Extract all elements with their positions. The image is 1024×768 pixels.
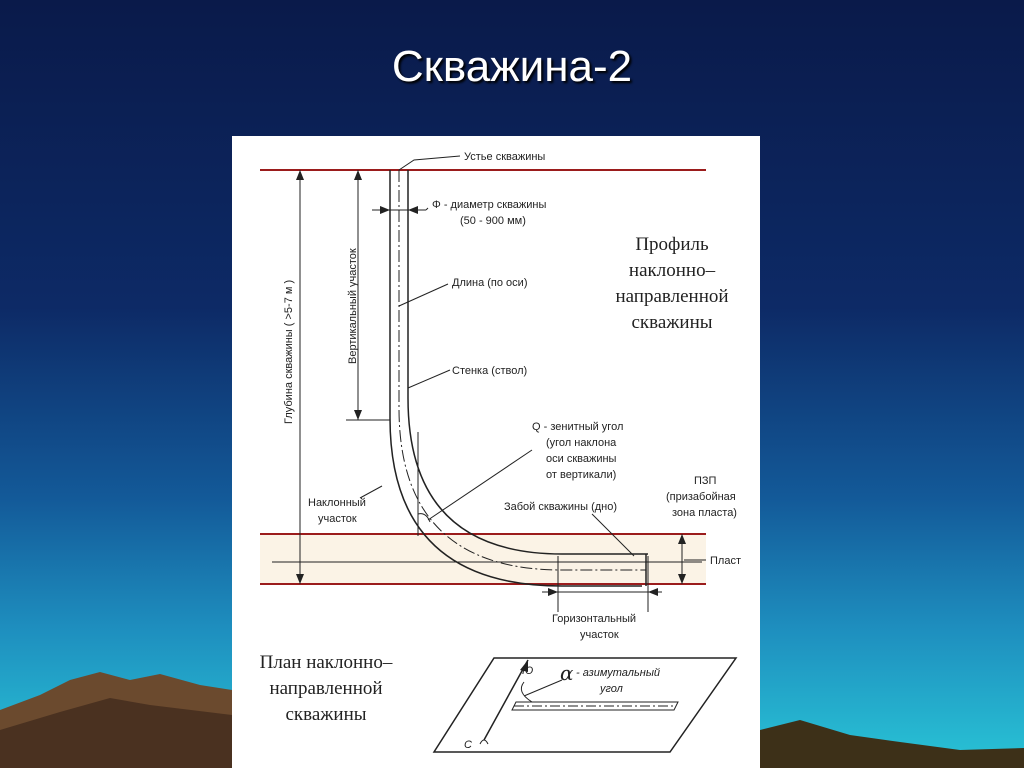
zenith-label-4: от вертикали) xyxy=(546,469,616,481)
wall-label: Стенка (ствол) xyxy=(452,365,527,377)
well-axis xyxy=(398,170,646,571)
wall-leader xyxy=(407,369,451,389)
zenith-label-3: оси скважины xyxy=(546,453,617,465)
vertical-section-label: Вертикальный участок xyxy=(347,248,359,364)
wellhead-leader xyxy=(398,155,461,171)
zenith-label-1: Q - зенитный угол xyxy=(532,421,623,433)
diameter-label-2: (50 - 900 мм) xyxy=(460,215,526,227)
alpha-symbol: α xyxy=(560,661,574,685)
well-diagram-figure: Глубина скважины ( >5-7 м ) Вертикальный… xyxy=(232,136,760,768)
horizontal-arrow-left xyxy=(548,588,558,596)
plan-north-south-axis xyxy=(483,659,529,741)
horizontal-label-1: Горизонтальный xyxy=(552,613,636,625)
diameter-label-1: Φ - диаметр скважины xyxy=(432,199,546,211)
plan-horizontal-projection xyxy=(511,701,679,711)
bottom-leader xyxy=(591,513,635,557)
depth-arrow-bottom xyxy=(296,574,304,584)
horizontal-arrow-right xyxy=(648,588,658,596)
azimuth-label-1: - азимутальный xyxy=(576,667,660,679)
bottom-label: Забой скважины (дно) xyxy=(504,501,617,513)
depth-arrow-top xyxy=(296,170,304,180)
plan-north-label: С xyxy=(464,739,472,751)
length-label: Длина (по оси) xyxy=(452,277,527,289)
pzp-arrow-top xyxy=(678,534,686,544)
plan-parallelogram xyxy=(432,657,738,753)
inclined-label-1: Наклонный xyxy=(308,497,366,509)
north-tick-hook xyxy=(479,739,489,745)
zenith-angle-arc xyxy=(417,513,431,523)
pzp-label-3: зона пласта) xyxy=(672,507,737,519)
diameter-arrow-left xyxy=(380,206,390,214)
azimuth-angle-arc xyxy=(520,681,533,703)
profile-title-line-3: направленной xyxy=(615,286,728,307)
horizontal-label-2: участок xyxy=(580,629,619,641)
zenith-label-2: (угол наклона xyxy=(546,437,617,449)
profile-title-line-1: Профиль xyxy=(635,234,709,255)
inclined-leader xyxy=(359,485,383,499)
layer-band xyxy=(260,534,706,584)
pzp-label-2: (призабойная xyxy=(666,491,736,503)
diameter-arrow-right xyxy=(408,206,418,214)
vertical-arrow-top xyxy=(354,170,362,180)
length-leader xyxy=(398,283,449,307)
diameter-leader xyxy=(425,207,429,211)
profile-title-line-2: наклонно– xyxy=(629,260,716,281)
plan-axis-arrow xyxy=(520,660,528,672)
azimuth-leader xyxy=(523,679,563,697)
well-outer-wall xyxy=(389,170,642,587)
wellhead-label: Устье скважины xyxy=(464,151,545,163)
inclined-label-2: участок xyxy=(318,513,357,525)
vertical-arrow-bottom xyxy=(354,410,362,420)
azimuth-label-2: угол xyxy=(599,683,623,695)
pzp-arrow-bottom xyxy=(678,574,686,584)
layer-label: Пласт xyxy=(710,555,741,567)
well-inner-wall xyxy=(407,170,648,555)
plan-title-line-3: скважины xyxy=(285,704,366,725)
plan-south-label: Ю xyxy=(522,665,533,677)
zenith-leader xyxy=(427,449,533,521)
mountain-landscape xyxy=(0,672,1024,768)
plan-title-line-1: План наклонно– xyxy=(260,652,393,673)
profile-title-line-4: скважины xyxy=(631,312,712,333)
plan-title-line-2: направленной xyxy=(269,678,382,699)
pzp-label-1: ПЗП xyxy=(694,475,717,487)
depth-label: Глубина скважины ( >5-7 м ) xyxy=(283,280,295,424)
slide-title: Скважина-2 xyxy=(391,42,633,91)
